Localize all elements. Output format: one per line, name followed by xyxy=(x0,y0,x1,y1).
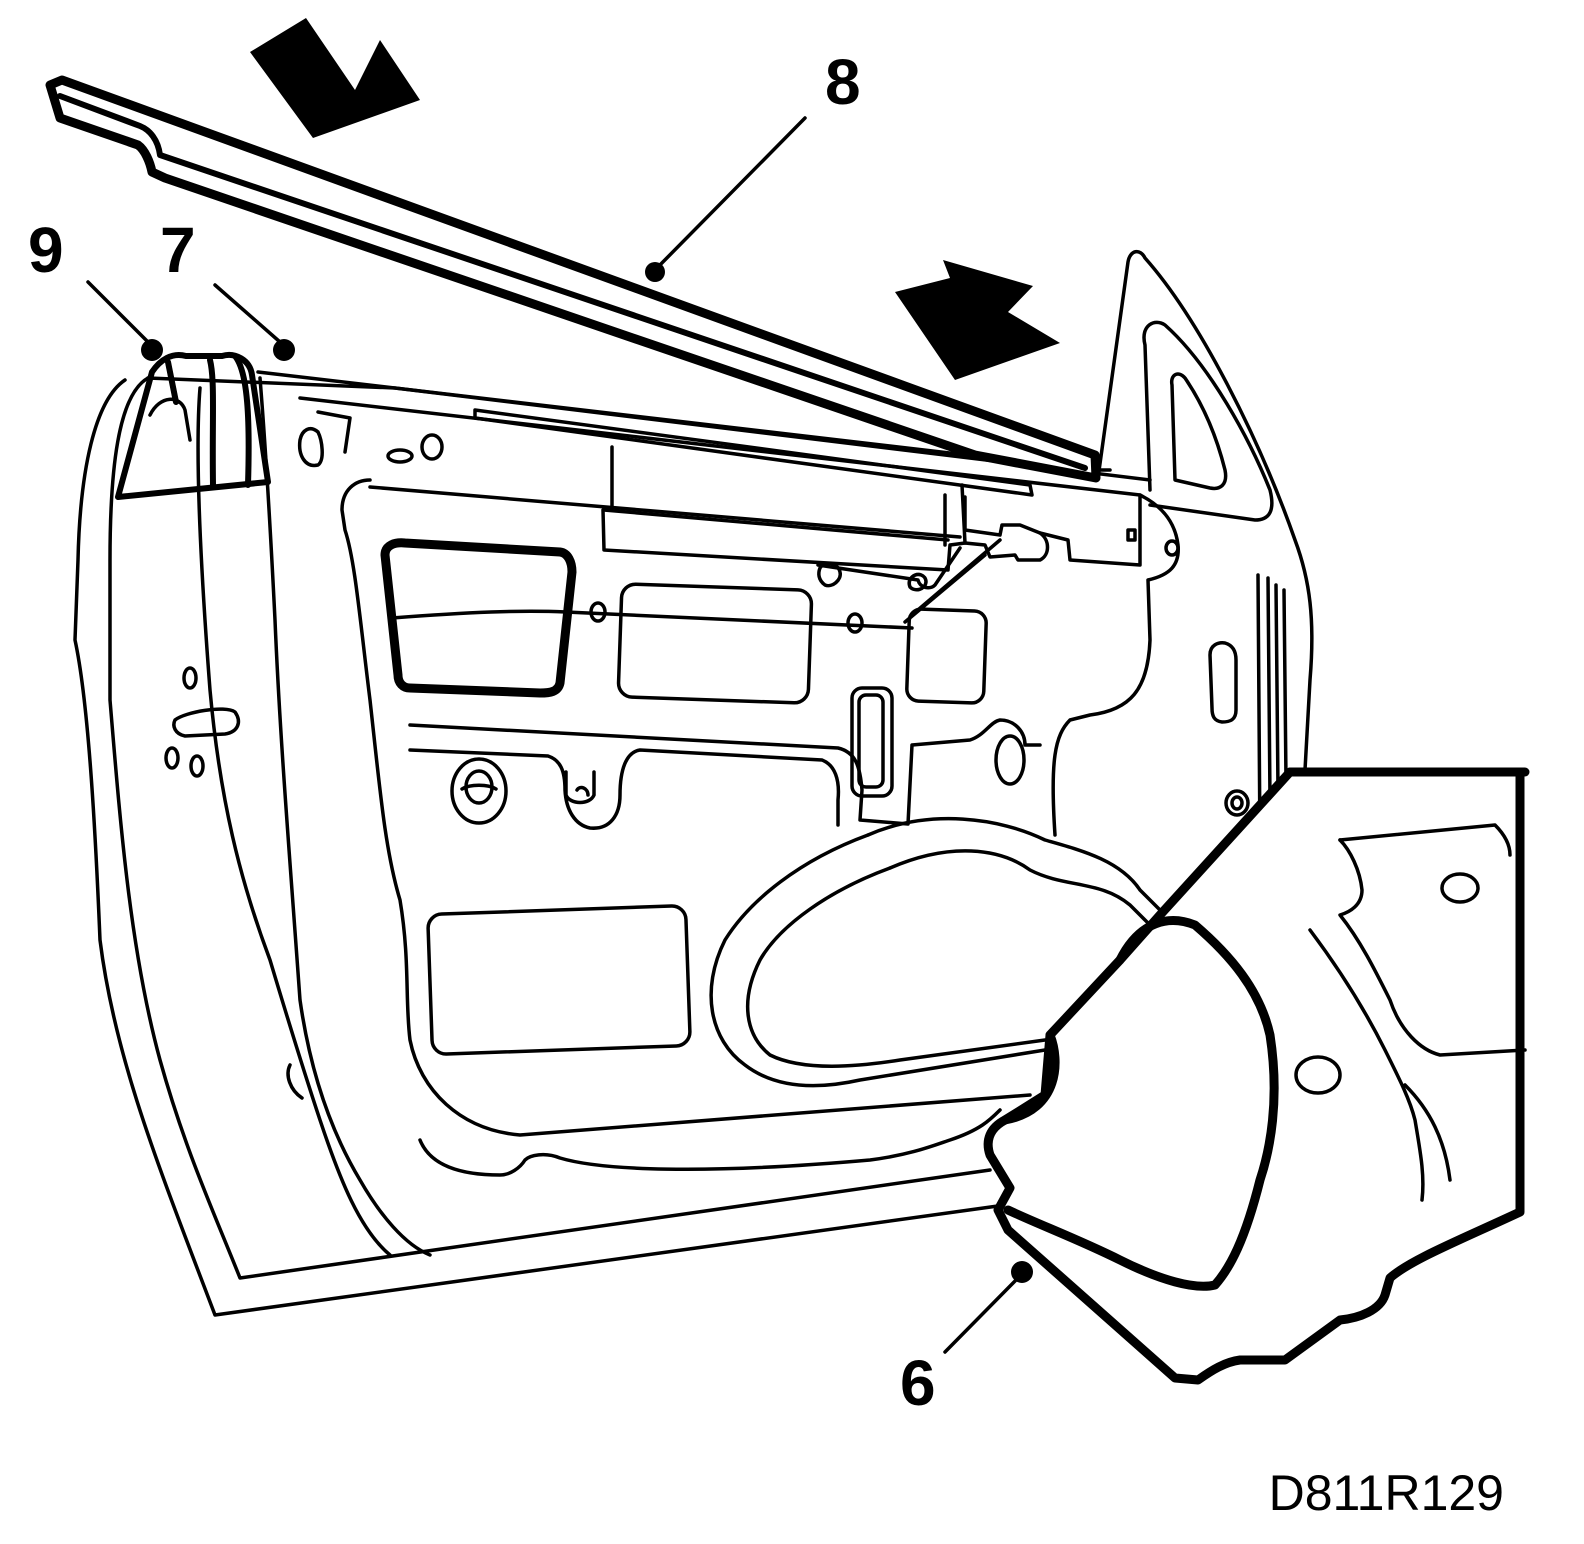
regulator-mechanism xyxy=(601,445,1142,624)
callout-label-9: 9 xyxy=(28,214,64,286)
inner-upper-panel xyxy=(297,396,1180,837)
seal-clip-assembly xyxy=(115,352,271,500)
figure-reference-code: D811R129 xyxy=(1269,1465,1504,1521)
arrow-down-left-icon xyxy=(250,18,420,138)
weatherstrip-8 xyxy=(45,75,1101,483)
callout-leaders xyxy=(86,116,1033,1354)
panel-openings xyxy=(426,582,1238,1056)
door-outer-frame xyxy=(73,370,1152,1317)
front-window-frame xyxy=(1093,249,1314,847)
lower-aperture-surround xyxy=(709,816,1162,1088)
callout-dot-9 xyxy=(141,339,163,361)
shield-sheet-6 xyxy=(983,767,1530,1385)
arrow-down-right-icon xyxy=(895,260,1060,380)
hinge-pillar xyxy=(164,376,432,1257)
callout-label-7: 7 xyxy=(160,214,196,286)
callout-dot-6 xyxy=(1011,1261,1033,1283)
callout-dot-8 xyxy=(645,262,665,282)
callout-dot-7 xyxy=(273,339,295,361)
callout-label-8: 8 xyxy=(825,46,861,118)
access-aperture-left xyxy=(380,538,914,698)
panel-holes xyxy=(450,734,1250,825)
callout-label-6: 6 xyxy=(900,1347,936,1419)
